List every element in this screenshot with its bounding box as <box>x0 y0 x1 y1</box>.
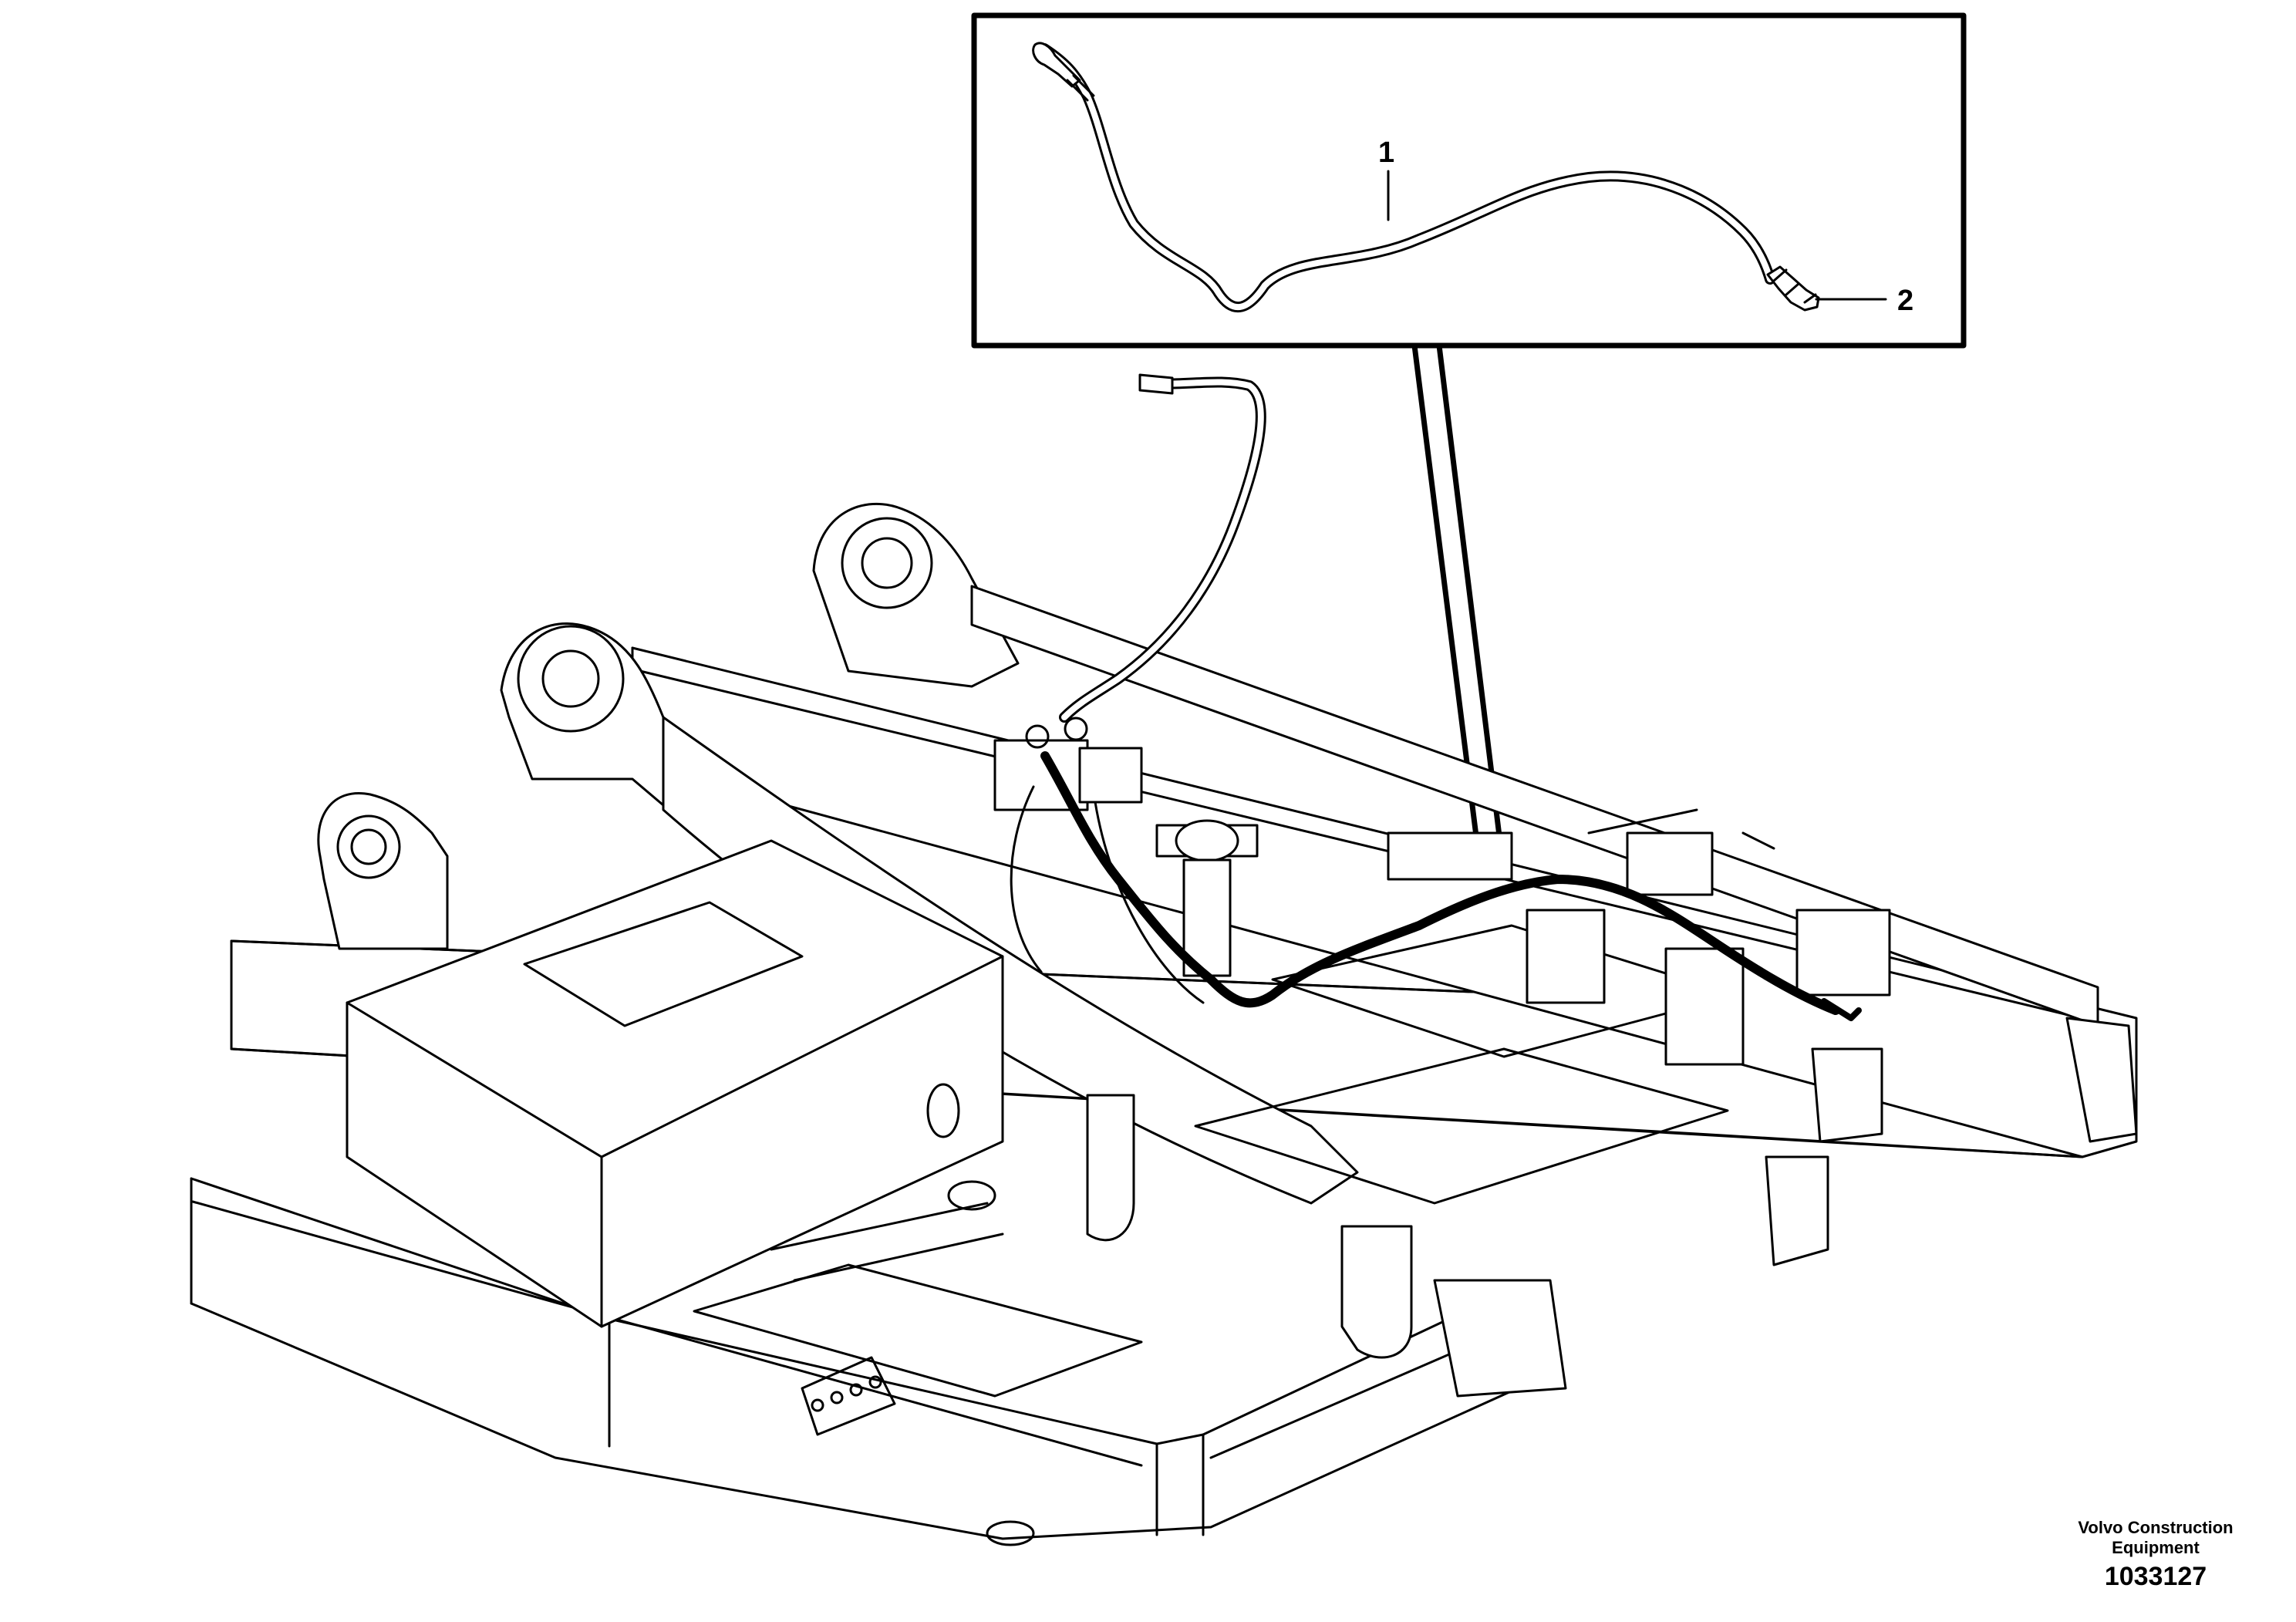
inset-pointer-lines <box>1411 342 1504 851</box>
company-credit: Volvo Construction Equipment <box>2036 1518 2275 1558</box>
company-name-line2: Equipment <box>2112 1538 2200 1557</box>
machine-frame <box>190 502 2138 1546</box>
callout-2-label: 2 <box>1897 285 1913 317</box>
company-name-line1: Volvo Construction <box>2078 1518 2234 1537</box>
hose-detail <box>1032 42 1820 313</box>
valve-cluster-rear <box>1387 808 1891 1066</box>
highlighted-hose <box>1040 751 1840 1015</box>
detail-inset-frame <box>971 12 1967 349</box>
supply-hose-upper <box>1059 373 1266 723</box>
valve-cluster-front <box>993 717 1259 1004</box>
callout-1-label: 1 <box>1378 137 1394 169</box>
document-number: 1033127 <box>2104 1562 2207 1591</box>
